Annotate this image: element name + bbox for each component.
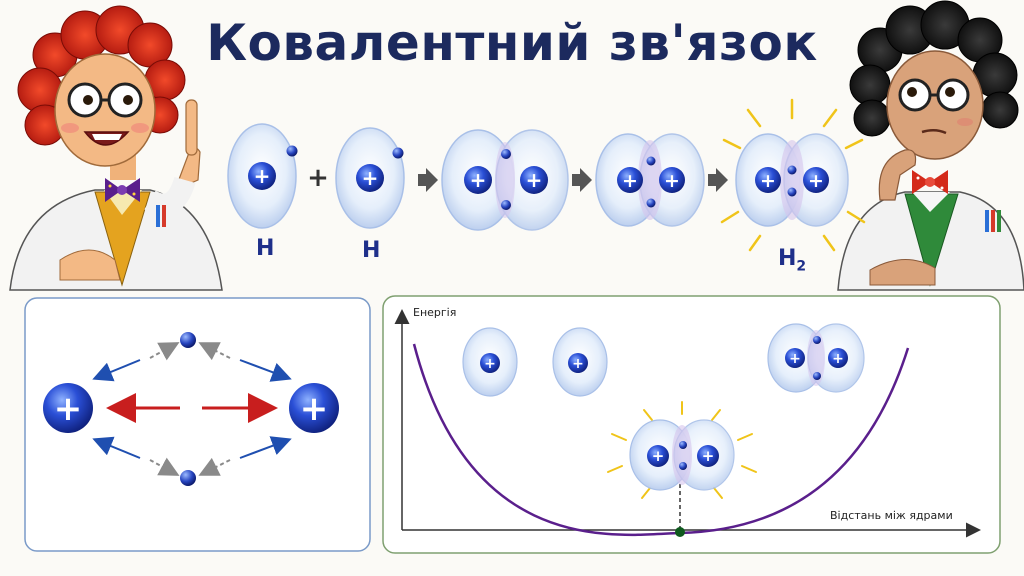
nucleus-plus: + [702, 447, 715, 465]
nucleus-icon [803, 167, 829, 193]
electron-icon [646, 156, 656, 166]
attraction-arrow [92, 436, 141, 459]
molecule-approach: + + [441, 129, 569, 231]
attraction-arrow [92, 359, 141, 382]
nucleus-icon [520, 166, 548, 194]
electron-icon [180, 332, 196, 348]
nucleus-icon [289, 383, 339, 433]
forces-panel: + + [24, 297, 371, 552]
nucleus-plus: + [760, 170, 776, 192]
electron-icon [392, 147, 404, 159]
nucleus-icon [568, 353, 588, 373]
nucleus-icon [464, 166, 492, 194]
graph-molecule-close: + + [767, 323, 865, 393]
scientist-left-icon [9, 5, 223, 291]
electron-icon [679, 462, 687, 470]
nucleus-icon [356, 164, 384, 192]
electron-arrow [198, 457, 231, 476]
x-axis-label: Відстань між ядрами [830, 509, 953, 522]
label-h2-molecule: H2 [778, 246, 806, 274]
label-h-1: H [256, 236, 275, 261]
nucleus-plus: + [484, 356, 496, 372]
attraction-arrow [239, 359, 292, 382]
page-title: Ковалентний зв'язок [206, 14, 818, 72]
reaction-arrow-icon [708, 168, 728, 192]
hydrogen-atom-1: + [227, 123, 298, 229]
reaction-row: + + + + + + [227, 98, 866, 252]
nucleus-plus: + [622, 170, 638, 192]
nucleus-plus: + [572, 356, 584, 372]
scientist-right-icon [837, 0, 1024, 291]
nucleus-plus: + [54, 389, 83, 429]
nucleus-icon [617, 167, 643, 193]
molecule-h2: + + [720, 98, 866, 252]
electron-icon [787, 165, 797, 175]
graph-atom-1: + [462, 327, 518, 397]
product-label: H [778, 246, 797, 271]
nucleus-icon [659, 167, 685, 193]
nucleus-plus: + [789, 351, 801, 367]
nucleus-icon [697, 445, 719, 467]
nucleus-icon [43, 383, 93, 433]
nucleus-plus: + [526, 168, 543, 192]
electron-icon [813, 336, 821, 344]
plus-sign: + [307, 163, 329, 193]
reaction-arrow-icon [418, 168, 438, 192]
graph-molecule-bonded: + + [607, 401, 757, 499]
electron-icon [501, 200, 511, 210]
energy-panel: + + + + [382, 295, 1001, 554]
nucleus-plus: + [808, 170, 824, 192]
reaction-arrow-icon [572, 168, 592, 192]
nucleus-plus: + [652, 447, 665, 465]
y-axis-label: Енергія [413, 306, 457, 319]
molecule-overlap: + + [595, 133, 705, 227]
electron-icon [679, 441, 687, 449]
nucleus-icon [785, 348, 805, 368]
nucleus-plus: + [664, 170, 680, 192]
electron-icon [286, 145, 298, 157]
nucleus-plus: + [362, 166, 379, 190]
nucleus-icon [755, 167, 781, 193]
electron-icon [180, 470, 196, 486]
electron-arrow [149, 342, 180, 361]
electron-arrow [149, 457, 180, 476]
nucleus-plus: + [470, 168, 487, 192]
product-subscript: 2 [796, 258, 807, 275]
minimum-marker [675, 527, 685, 537]
electron-icon [813, 372, 821, 380]
glow-icon [720, 98, 866, 252]
nucleus-plus: + [832, 351, 844, 367]
electron-icon [787, 187, 797, 197]
nucleus-icon [828, 348, 848, 368]
hydrogen-atom-2: + [335, 127, 405, 229]
label-h-2: H [362, 238, 381, 263]
electron-icon [501, 149, 511, 159]
nucleus-plus: + [254, 164, 271, 188]
glow-icon [607, 401, 757, 499]
nucleus-icon [647, 445, 669, 467]
nucleus-icon [480, 353, 500, 373]
graph-atom-2: + [552, 327, 608, 397]
electron-icon [646, 198, 656, 208]
attraction-arrow [239, 436, 292, 459]
nucleus-icon [248, 162, 276, 190]
electron-arrow [198, 342, 231, 361]
nucleus-plus: + [300, 389, 329, 429]
